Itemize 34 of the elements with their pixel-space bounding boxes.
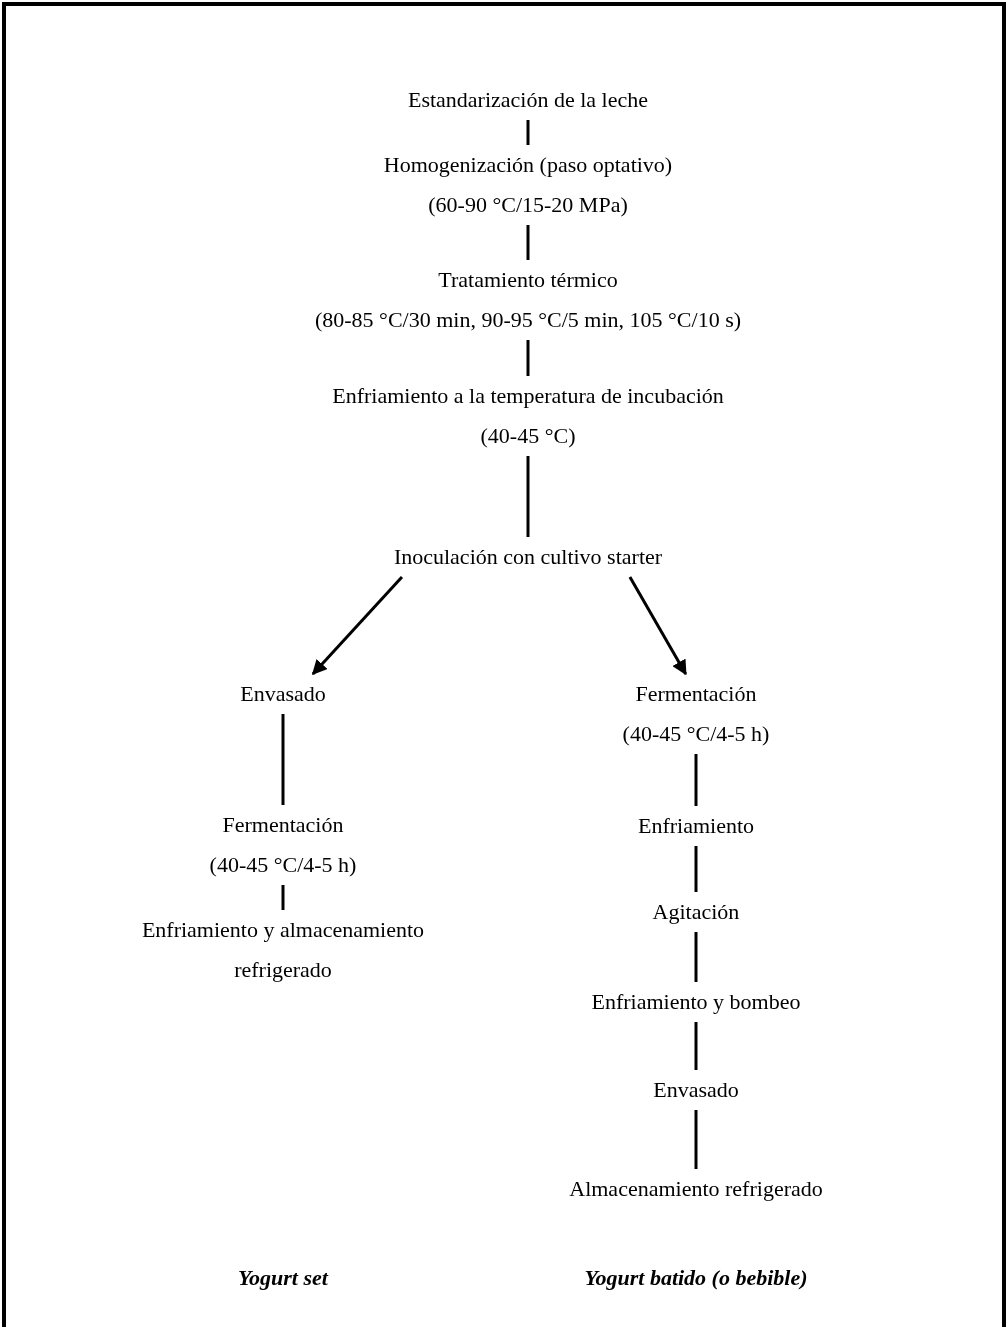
step-label: Fermentación xyxy=(221,811,345,839)
column-title: Yogurt set xyxy=(238,1265,328,1291)
step-label: Estandarización de la leche xyxy=(408,86,648,114)
connector-line xyxy=(526,225,530,260)
step-label: Enfriamiento y almacenamiento refrigerado xyxy=(140,916,426,984)
connector-line xyxy=(694,754,698,806)
step-label: Envasado xyxy=(240,680,326,708)
arrow xyxy=(311,576,404,676)
step-label: Enfriamiento y bombeo xyxy=(591,988,801,1016)
step-label: Almacenamiento refrigerado xyxy=(569,1175,823,1203)
connector-line xyxy=(694,1022,698,1070)
step-condition: (40-45 °C/4-5 h) xyxy=(622,720,770,748)
connector-line xyxy=(526,120,530,145)
step-label: Enfriamiento xyxy=(637,812,755,840)
step-condition: (60-90 °C/15-20 MPa) xyxy=(427,191,629,219)
connector-line xyxy=(526,456,530,537)
step-condition: (40-45 °C) xyxy=(479,422,577,450)
step-label: Agitación xyxy=(652,898,740,926)
connector-line xyxy=(694,846,698,892)
step-condition: (40-45 °C/4-5 h) xyxy=(209,851,357,879)
connector-line xyxy=(694,1110,698,1169)
step-label: Envasado xyxy=(653,1076,739,1104)
step-label: Inoculación con cultivo starter xyxy=(393,543,663,571)
arrow xyxy=(628,576,687,676)
step-label: Tratamiento térmico xyxy=(437,266,619,294)
connector-line xyxy=(281,885,285,910)
step-label: Fermentación xyxy=(634,680,758,708)
connector-line xyxy=(694,932,698,982)
connector-line xyxy=(281,714,285,805)
column-title: Yogurt batido (o bebible) xyxy=(584,1265,808,1291)
step-label: Enfriamiento a la temperatura de incubación xyxy=(332,382,724,410)
step-label: Homogenización (paso optativo) xyxy=(383,151,673,179)
connector-line xyxy=(526,340,530,376)
step-condition: (80-85 °C/30 min, 90-95 °C/5 min, 105 °C/10 s) xyxy=(314,306,742,334)
